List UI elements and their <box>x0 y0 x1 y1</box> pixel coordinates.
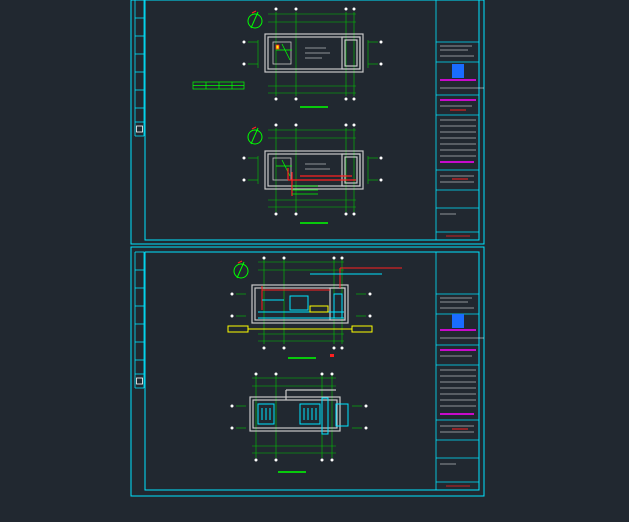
plan-c-red-tag <box>330 354 334 357</box>
axis-markers <box>242 123 383 216</box>
drawing-sheet-1 <box>130 0 485 245</box>
sheet-1-binding-strip <box>134 0 145 137</box>
walls <box>249 389 341 432</box>
sheet-2-inner-border <box>144 251 480 491</box>
sheet-1-title-block <box>435 0 484 240</box>
walls <box>264 150 364 190</box>
sheet-2-outer-border <box>130 246 485 497</box>
floor-plan-d <box>230 372 368 473</box>
red-piping <box>287 168 356 196</box>
floor-plan-c <box>227 256 402 359</box>
interior-fixtures <box>272 41 330 65</box>
sheet-1-outer-border <box>130 0 485 245</box>
dimension-lines <box>248 12 378 96</box>
dimension-lines <box>248 128 378 212</box>
north-arrow-icon <box>247 10 263 29</box>
floor-plan-b <box>242 123 383 224</box>
sheet-2-binding-strip <box>134 251 145 389</box>
walls <box>264 33 364 73</box>
stair-treads <box>292 185 318 195</box>
north-arrow-icon <box>247 126 263 145</box>
cyan-piping <box>258 273 382 319</box>
interior-fixtures <box>272 157 330 181</box>
cyan-fixtures <box>257 397 349 435</box>
legend-table <box>192 81 245 90</box>
axis-markers <box>230 256 372 350</box>
walls <box>251 284 349 324</box>
axis-markers <box>242 7 383 101</box>
drawing-sheet-2 <box>130 246 485 497</box>
floor-plan-a <box>242 7 383 108</box>
dimension-lines <box>236 374 362 458</box>
axis-markers <box>230 372 368 462</box>
sheet-1-inner-border <box>144 0 480 241</box>
sheet-2-title-block <box>435 252 484 490</box>
yellow-foundation <box>227 305 373 333</box>
red-piping <box>261 267 402 310</box>
north-arrow-icon <box>233 260 249 279</box>
